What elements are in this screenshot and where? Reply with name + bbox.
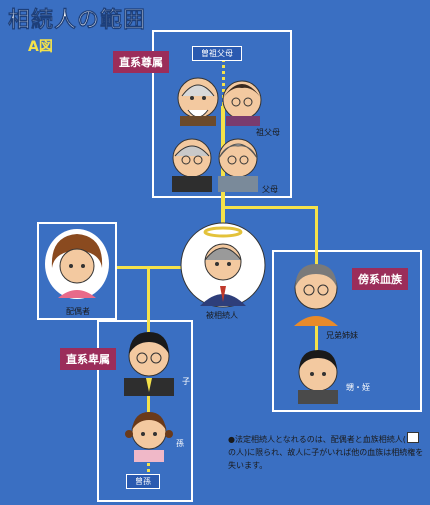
spouse-panel bbox=[37, 222, 117, 320]
note-text-part2: の人)に限られ、故人に子がいれば他の血族は相続権を失います。 bbox=[228, 448, 424, 470]
sibling-branch-horizontal bbox=[223, 206, 317, 209]
spouse-label: 配偶者 bbox=[66, 307, 90, 316]
sibling-to-nephew-line bbox=[315, 326, 318, 352]
parents-label: 父母 bbox=[262, 185, 278, 194]
page-subtitle: A図 bbox=[28, 39, 53, 55]
ascendants-tag: 直系尊属 bbox=[113, 51, 169, 73]
grandparents-label: 祖父母 bbox=[256, 128, 280, 137]
descendant-dotted-line bbox=[147, 458, 150, 478]
deceased-illustration bbox=[180, 222, 266, 308]
spouse-line bbox=[117, 266, 183, 269]
spouse-illustration bbox=[45, 229, 109, 299]
grandparents-illustration bbox=[177, 77, 262, 126]
siblings-illustration bbox=[294, 264, 338, 326]
white-box-legend-icon bbox=[406, 432, 419, 443]
child-illustration bbox=[124, 332, 174, 396]
father-figure bbox=[172, 138, 212, 192]
collaterals-panel bbox=[272, 250, 422, 412]
ascendant-dotted-line bbox=[222, 58, 225, 106]
explanatory-note: ●法定相続人となれるのは、配偶者と血族相続人( の人)に限られ、故人に子がいれば他… bbox=[228, 432, 424, 472]
grandchild-label: 孫 bbox=[176, 439, 184, 448]
page-title: 相続人の範囲 bbox=[8, 8, 147, 34]
grandfather-figure bbox=[177, 77, 219, 126]
nephew-niece-illustration bbox=[298, 350, 338, 404]
child-label: 子 bbox=[182, 377, 190, 386]
descendants-tag: 直系卑属 bbox=[60, 348, 116, 370]
grandchild-illustration bbox=[125, 412, 173, 462]
siblings-label: 兄弟姉妹 bbox=[326, 331, 358, 340]
great-grandchild-label: 曾孫 bbox=[126, 474, 160, 489]
descendants-panel bbox=[97, 320, 193, 502]
mother-figure bbox=[218, 138, 258, 192]
deceased-label: 被相続人 bbox=[206, 311, 238, 320]
nephew-niece-label: 甥・姪 bbox=[346, 383, 370, 392]
great-grandparents-label: 曽祖父母 bbox=[192, 46, 242, 61]
sibling-branch-vertical bbox=[315, 206, 318, 266]
grandmother-figure bbox=[222, 80, 262, 126]
parents-illustration bbox=[172, 138, 258, 192]
collaterals-tag: 傍系血族 bbox=[352, 268, 408, 290]
descendant-line bbox=[147, 394, 150, 412]
note-text-part1: ●法定相続人となれるのは、配偶者と血族相続人( bbox=[228, 435, 406, 444]
descendant-branch-horizontal bbox=[147, 266, 150, 332]
